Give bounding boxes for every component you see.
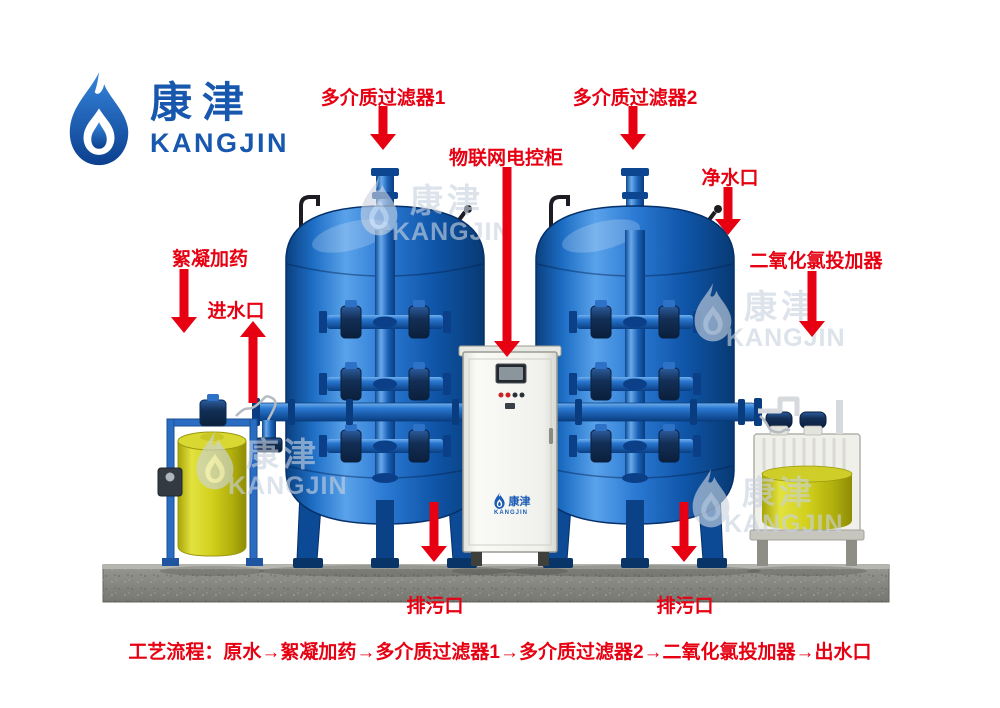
cabinet-switch bbox=[505, 403, 515, 409]
label-water-inlet: 进水口 bbox=[207, 301, 265, 322]
cabinet-pointer-arrow-icon bbox=[494, 167, 520, 357]
logo-english-name: KANGJIN bbox=[150, 127, 290, 158]
multimedia-filter-tank-2 bbox=[534, 166, 736, 570]
control-cabinet bbox=[458, 345, 562, 566]
indicator-light bbox=[505, 392, 511, 398]
label-flocculant-dosing: 絮凝加药 bbox=[171, 249, 249, 270]
indicator-light bbox=[519, 392, 525, 398]
cabinet-logo-flame-icon bbox=[493, 492, 505, 509]
drain-right-pointer-arrow-icon bbox=[671, 502, 697, 562]
dosing-pointer-arrow-icon bbox=[171, 269, 197, 333]
multimedia-filter-tank-1 bbox=[284, 166, 486, 570]
process-flow-text: 工艺流程：原水→絮凝加药→多介质过滤器1→多介质过滤器2→二氧化氯投加器→出水口 bbox=[128, 642, 872, 663]
chlorine-feeder-pointer-arrow-icon bbox=[799, 271, 825, 337]
logo-chinese-name: 康津 bbox=[150, 78, 255, 126]
label-chlorine-dioxide-feeder: 二氧化氯投加器 bbox=[749, 251, 883, 272]
label-filter-1: 多介质过滤器1 bbox=[320, 88, 446, 109]
dosing-hose bbox=[235, 395, 277, 421]
inlet-pointer-arrow-icon bbox=[240, 321, 266, 403]
logo-text: 康津 KANGJIN bbox=[150, 78, 290, 159]
clean-outlet-pointer-arrow-icon bbox=[715, 187, 741, 235]
kangjin-logo: 康津 KANGJIN bbox=[56, 70, 289, 170]
label-drain-left: 排污口 bbox=[406, 596, 464, 617]
cabinet-door-handle bbox=[549, 428, 553, 444]
cabinet-logo: 康津 KANGJIN bbox=[487, 492, 535, 516]
dosing-pump bbox=[157, 467, 183, 497]
label-iot-cabinet: 物联网电控柜 bbox=[448, 148, 564, 169]
feeder-hose bbox=[759, 415, 791, 434]
filter2-pointer-arrow-icon bbox=[620, 106, 646, 150]
label-drain-right: 排污口 bbox=[656, 596, 714, 617]
cabinet-logo-en: KANGJIN bbox=[493, 510, 528, 516]
cabinet-logo-cn: 康津 bbox=[508, 496, 531, 508]
filter1-pointer-arrow-icon bbox=[370, 106, 396, 150]
label-filter-2: 多介质过滤器2 bbox=[572, 88, 698, 109]
chlorine-dioxide-feeder-unit bbox=[749, 396, 865, 566]
drain-left-pointer-arrow-icon bbox=[421, 502, 447, 562]
label-clean-water-outlet: 净水口 bbox=[701, 168, 759, 189]
logo-flame-icon bbox=[69, 72, 129, 166]
indicator-light bbox=[498, 392, 504, 398]
indicator-light bbox=[512, 392, 518, 398]
inlet-assembly bbox=[255, 420, 283, 453]
base-slab bbox=[102, 564, 890, 603]
agitator-motor bbox=[199, 399, 227, 427]
